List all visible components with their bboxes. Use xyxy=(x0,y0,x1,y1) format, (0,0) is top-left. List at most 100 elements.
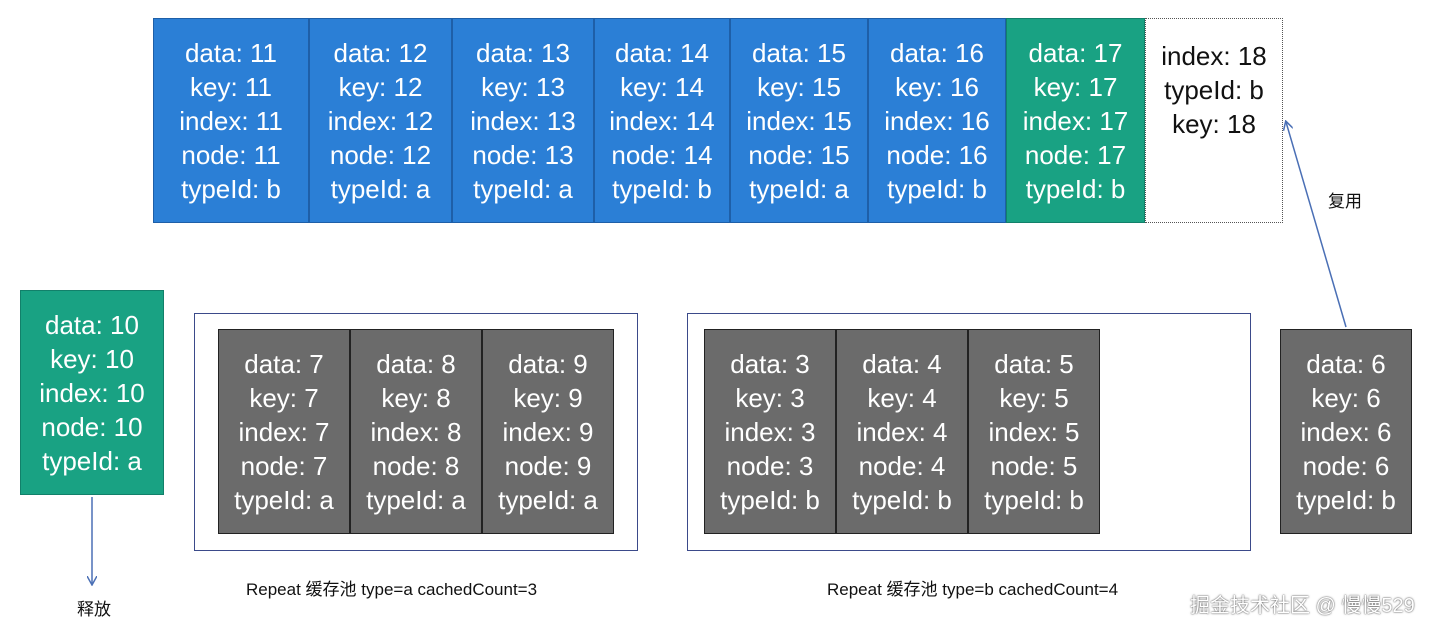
top-cell-line: typeId: b xyxy=(181,173,281,204)
released-node-line: key: 10 xyxy=(50,343,134,374)
top-cell-line: node: 13 xyxy=(472,139,574,170)
reused-label: 复用 xyxy=(1328,192,1362,211)
reuse-arrow xyxy=(1286,122,1347,328)
top-cell-line: index: 11 xyxy=(179,105,283,136)
pool-a-item-line: data: 7 xyxy=(244,348,324,379)
pool-b-item-line: data: 4 xyxy=(862,348,942,379)
top-cell-line: data: 16 xyxy=(890,37,984,68)
pool-b-item-line: typeId: b xyxy=(984,484,1084,515)
pool-a-item-line: index: 8 xyxy=(370,416,462,447)
top-cell-line: node: 17 xyxy=(1024,139,1127,170)
top-cell-line: key: 11 xyxy=(190,71,272,102)
top-cell-line: data: 14 xyxy=(615,37,709,68)
top-cell-line: index: 14 xyxy=(609,105,715,136)
pool-a-item-line: index: 9 xyxy=(502,416,594,447)
top-cell-line: typeId: b xyxy=(1025,173,1126,204)
top-cell-line: typeId: b xyxy=(612,173,712,204)
pool-a-item-line: data: 8 xyxy=(376,348,456,379)
released-node-line: typeId: a xyxy=(42,445,142,476)
pool-b-item-line: node: 3 xyxy=(726,450,814,481)
released-node-line: data: 10 xyxy=(45,309,139,340)
top-cell-line: key: 13 xyxy=(481,71,565,102)
pool-a-item-line: index: 7 xyxy=(238,416,330,447)
top-cell-line: typeId: a xyxy=(749,173,849,204)
pool-a-item-line: typeId: a xyxy=(366,484,466,515)
pool-b-item-line: key: 5 xyxy=(999,382,1069,413)
reused-node-line: typeId: b xyxy=(1296,484,1396,515)
pool-b-item-line: data: 3 xyxy=(730,348,810,379)
cache-pool-b xyxy=(687,313,1251,551)
pool-b-item-line: index: 3 xyxy=(724,416,816,447)
released-label: 释放 xyxy=(77,600,111,619)
reused-node-line: data: 6 xyxy=(1306,348,1386,379)
top-cell-line: node: 16 xyxy=(886,139,988,170)
top-cell-line: index: 16 xyxy=(884,105,990,136)
pool-b-item-line: typeId: b xyxy=(720,484,820,515)
top-cell-line: data: 17 xyxy=(1028,37,1123,68)
pool-a-item-line: key: 8 xyxy=(381,382,451,413)
pool-b-item-line: key: 3 xyxy=(735,382,805,413)
pool-b-item-line: node: 5 xyxy=(990,450,1078,481)
top-cell-line: index: 15 xyxy=(746,105,852,136)
pool-a-item-line: key: 9 xyxy=(513,382,583,413)
pool-b-caption: Repeat 缓存池 type=b cachedCount=4 xyxy=(827,580,1119,599)
pool-a-caption: Repeat 缓存池 type=a cachedCount=3 xyxy=(246,580,538,599)
top-cell-line: typeId: b xyxy=(887,173,987,204)
top-cell-line: index: 12 xyxy=(327,105,434,136)
top-cell-line: key: 14 xyxy=(620,71,704,102)
top-cell-line: key: 17 xyxy=(1033,71,1118,102)
top-cell-line: node: 14 xyxy=(611,139,713,170)
pool-b-item-line: index: 4 xyxy=(856,416,948,447)
top-cell-line: index: 18 xyxy=(1161,41,1267,71)
pool-b-item-line: typeId: b xyxy=(852,484,952,515)
node-cell-18-pending: index: 18 typeId: b key: 18 xyxy=(1145,18,1283,223)
pool-a-item-line: key: 7 xyxy=(249,382,319,413)
top-cell-line: data: 15 xyxy=(752,37,846,68)
pool-a-item-line: data: 9 xyxy=(508,348,588,379)
top-cell-line: key: 18 xyxy=(1172,109,1256,139)
top-cell-line: node: 11 xyxy=(181,139,281,170)
pool-a-item-line: node: 7 xyxy=(240,450,328,481)
top-cell-line: index: 13 xyxy=(470,105,576,136)
reused-node-line: index: 6 xyxy=(1300,416,1392,447)
pool-a-item-line: typeId: a xyxy=(498,484,598,515)
top-cell-line: typeId: b xyxy=(1164,75,1264,105)
reused-node-line: key: 6 xyxy=(1311,382,1381,413)
top-cell-line: data: 12 xyxy=(333,37,428,68)
top-cell-line: data: 13 xyxy=(476,37,570,68)
top-cell-line: data: 11 xyxy=(184,37,278,68)
top-cell-line: node: 15 xyxy=(748,139,850,170)
watermark: 掘金技术社区 @ 慢慢529 xyxy=(1190,595,1415,617)
released-node-line: index: 10 xyxy=(39,377,145,408)
pool-b-item-line: data: 5 xyxy=(994,348,1074,379)
pool-b-item-line: index: 5 xyxy=(988,416,1080,447)
top-cell-line: node: 12 xyxy=(329,139,432,170)
pool-b-item-line: key: 4 xyxy=(867,382,937,413)
pool-a-item-line: node: 9 xyxy=(504,450,592,481)
top-cell-line: index: 17 xyxy=(1022,105,1129,136)
pool-a-item-line: typeId: a xyxy=(234,484,334,515)
reused-node-line: node: 6 xyxy=(1302,450,1390,481)
top-cell-line: typeId: a xyxy=(473,173,573,204)
top-cell-line: key: 15 xyxy=(757,71,841,102)
top-cell-line: key: 16 xyxy=(895,71,979,102)
released-node-line: node: 10 xyxy=(41,411,143,442)
pool-a-item-line: node: 8 xyxy=(372,450,460,481)
top-cell-line: key: 12 xyxy=(338,71,423,102)
